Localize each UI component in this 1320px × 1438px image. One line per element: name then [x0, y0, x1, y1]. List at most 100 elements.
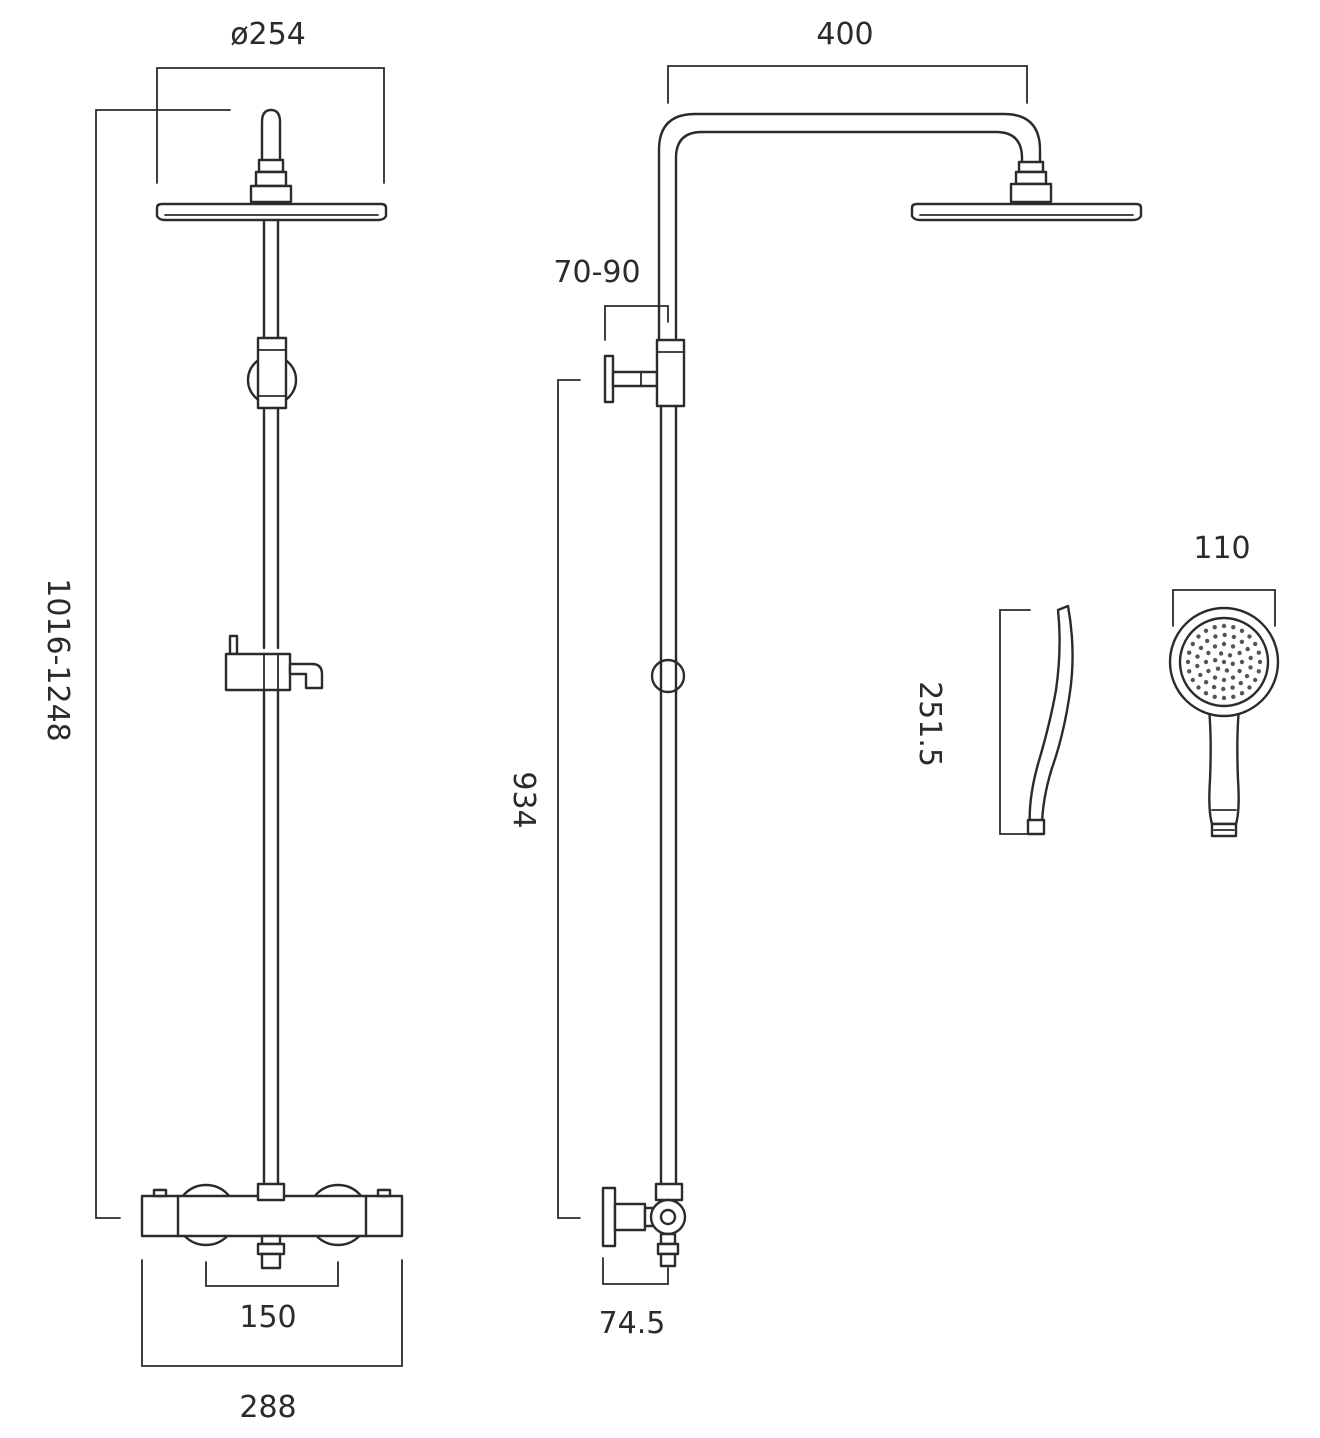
- spray-nozzle: [1230, 685, 1235, 690]
- handset-width-label: 110: [1193, 531, 1250, 566]
- spray-nozzle: [1212, 625, 1217, 630]
- spray-nozzle: [1231, 625, 1236, 630]
- side-upper-collar: [655, 338, 686, 408]
- spray-nozzle: [1248, 665, 1253, 670]
- spray-nozzle: [1244, 673, 1250, 679]
- spray-nozzle: [1212, 644, 1218, 649]
- handset-profile-connector: [1026, 818, 1046, 836]
- front-neck-nut-middle: [254, 170, 288, 188]
- front-neck-nut-upper: [257, 158, 285, 174]
- front-neck-connector: [249, 184, 293, 204]
- side-neck-nut-upper: [1017, 160, 1045, 174]
- side-neck-nut: [1014, 170, 1048, 186]
- spray-nozzle: [1196, 685, 1201, 690]
- spray-nozzle: [1206, 668, 1211, 674]
- spray-nozzle: [1213, 634, 1218, 639]
- bracket-height-dimension-line: [557, 379, 581, 1219]
- arm-projection-dimension-line: [667, 65, 1028, 104]
- side-valve-handle: [649, 1198, 687, 1236]
- spray-nozzle: [1221, 659, 1227, 665]
- front-valve-spout-lower: [260, 1252, 282, 1270]
- side-valve-body: [613, 1202, 647, 1232]
- spray-nozzle: [1256, 669, 1262, 674]
- spray-nozzle: [1198, 645, 1204, 651]
- spray-nozzle: [1247, 634, 1252, 639]
- spray-nozzle: [1248, 655, 1253, 661]
- wall-offset-dimension-line: [604, 305, 669, 341]
- spray-nozzle: [1203, 680, 1209, 685]
- side-valve-handle-centre: [659, 1208, 677, 1226]
- spray-nozzle: [1253, 641, 1258, 647]
- side-valve-spout: [656, 1242, 680, 1256]
- side-arm-outer: [657, 112, 1042, 340]
- spray-nozzle: [1221, 641, 1227, 647]
- inlet-centres-label: 150: [239, 1300, 296, 1335]
- spray-nozzle: [1257, 659, 1263, 665]
- spray-nozzle: [1253, 677, 1258, 683]
- front-valve-cap-left: [152, 1188, 168, 1198]
- spray-nozzle: [1237, 668, 1242, 674]
- spray-nozzle: [1215, 666, 1221, 671]
- front-valve-spout: [256, 1242, 286, 1256]
- side-valve-spout-upper: [659, 1232, 677, 1246]
- handset-side-view: 251.5: [912, 604, 1074, 836]
- spray-nozzle: [1237, 650, 1242, 656]
- front-slider-clamp: [224, 652, 292, 692]
- handset-head-face: [1178, 616, 1270, 708]
- spray-nozzle: [1206, 650, 1211, 656]
- spray-nozzle: [1203, 691, 1209, 696]
- handset-length-dimension-line: [999, 609, 1031, 835]
- spray-nozzle: [1187, 669, 1192, 674]
- front-slider-knob: [228, 634, 239, 656]
- spray-nozzle: [1221, 686, 1226, 692]
- side-arm-inner: [674, 130, 1024, 340]
- spray-nozzle: [1224, 668, 1230, 673]
- spray-nozzle: [1205, 638, 1210, 644]
- spray-nozzle: [1196, 634, 1201, 639]
- spray-nozzle: [1239, 628, 1245, 633]
- spray-nozzle: [1231, 634, 1237, 640]
- head-diameter-dimension-line: [156, 67, 385, 184]
- front-head-neck: [260, 108, 282, 162]
- spray-nozzle: [1239, 659, 1245, 665]
- side-valve-wall-plate: [601, 1186, 617, 1248]
- bracket-height-label: 934: [506, 771, 541, 828]
- side-valve-top-nut: [654, 1182, 684, 1202]
- spray-nozzle: [1227, 653, 1233, 658]
- spray-nozzle: [1195, 654, 1200, 659]
- spray-nozzle: [1221, 623, 1227, 629]
- spray-nozzle: [1239, 639, 1245, 644]
- front-valve-outlet-nut: [256, 1182, 286, 1202]
- valve-depth-label: 74.5: [599, 1306, 666, 1341]
- front-shower-head: [155, 202, 388, 222]
- side-upper-bracket-arm: [611, 370, 659, 388]
- spray-nozzle: [1221, 677, 1227, 683]
- handset-length-label: 251.5: [912, 681, 947, 767]
- side-view: 400 70-90 934: [506, 17, 1143, 1341]
- spray-nozzle: [1239, 691, 1245, 696]
- spray-nozzle: [1222, 632, 1227, 638]
- spray-nozzle: [1187, 650, 1192, 655]
- spray-nozzle: [1230, 661, 1236, 666]
- valve-width-dimension-line: [141, 1259, 403, 1367]
- front-valve-cap-right: [376, 1188, 392, 1198]
- side-neck-connector: [1009, 182, 1053, 204]
- spray-nozzle: [1256, 650, 1262, 655]
- handset-spray-nozzles: [1185, 623, 1263, 701]
- spray-nozzle: [1238, 680, 1244, 686]
- handset-profile: [1028, 604, 1074, 830]
- spray-nozzle: [1212, 694, 1217, 699]
- spray-nozzle: [1230, 644, 1236, 649]
- spray-nozzle: [1230, 675, 1236, 680]
- handset-width-dimension-line: [1172, 589, 1276, 627]
- handset-front-view: 110: [1168, 531, 1280, 838]
- valve-width-label: 288: [239, 1390, 296, 1425]
- side-shower-head: [910, 202, 1143, 222]
- spray-nozzle: [1190, 677, 1196, 683]
- front-valve-body: [140, 1194, 404, 1238]
- spray-nozzle: [1213, 658, 1218, 663]
- front-slider-holder: [288, 662, 324, 690]
- front-wall-bracket-collar: [256, 336, 288, 410]
- inlet-centres-dimension-line: [205, 1261, 339, 1287]
- total-height-dimension-line: [95, 109, 231, 1219]
